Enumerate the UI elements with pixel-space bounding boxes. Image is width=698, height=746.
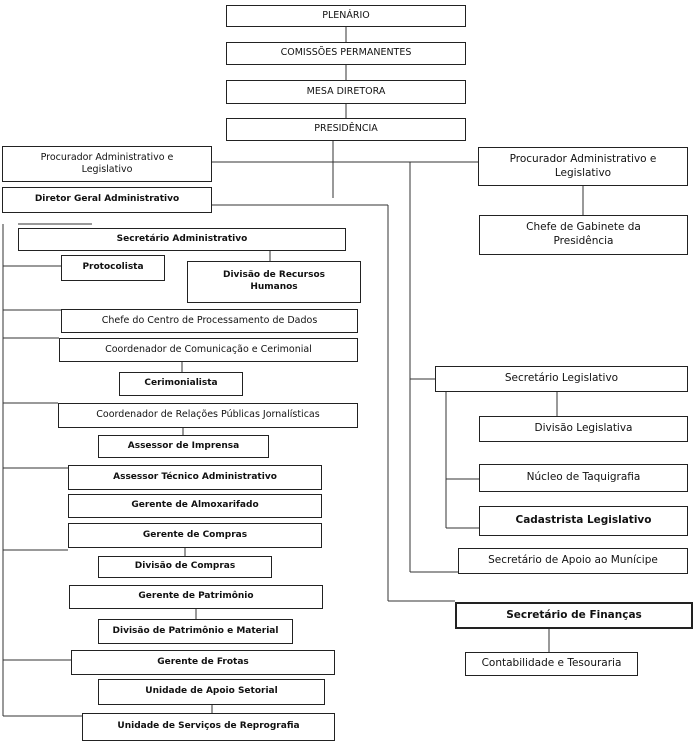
node-divisao-legislativa: Divisão Legislativa bbox=[479, 416, 688, 442]
node-cadastrista-legislativo: Cadastrista Legislativo bbox=[479, 506, 688, 536]
node-chefe-gabinete: Chefe de Gabinete da Presidência bbox=[479, 215, 688, 255]
node-assessor-tecnico: Assessor Técnico Administrativo bbox=[68, 465, 322, 490]
node-plenario: PLENÁRIO bbox=[226, 5, 466, 27]
node-divisao-recursos-humanos: Divisão de Recursos Humanos bbox=[187, 261, 361, 303]
node-divisao-patrimonio: Divisão de Patrimônio e Material bbox=[98, 619, 293, 644]
node-comissoes-permanentes: COMISSÕES PERMANENTES bbox=[226, 42, 466, 65]
node-chefe-cpd: Chefe do Centro de Processamento de Dado… bbox=[61, 309, 358, 333]
node-mesa-diretora: MESA DIRETORA bbox=[226, 80, 466, 104]
node-presidencia: PRESIDÊNCIA bbox=[226, 118, 466, 141]
node-diretor-geral: Diretor Geral Administrativo bbox=[2, 187, 212, 213]
node-unidade-apoio-setorial: Unidade de Apoio Setorial bbox=[98, 679, 325, 705]
node-secretario-legislativo: Secretário Legislativo bbox=[435, 366, 688, 392]
node-unidade-reprografia: Unidade de Serviços de Reprografia bbox=[82, 713, 335, 741]
node-nucleo-taquigrafia: Núcleo de Taquigrafia bbox=[479, 464, 688, 492]
node-cerimonialista: Cerimonialista bbox=[119, 372, 243, 396]
node-protocolista: Protocolista bbox=[61, 255, 165, 281]
node-contabilidade-tesouraria: Contabilidade e Tesouraria bbox=[465, 652, 638, 676]
node-secretario-financas: Secretário de Finanças bbox=[455, 602, 693, 629]
node-coordenador-comunicacao: Coordenador de Comunicação e Cerimonial bbox=[59, 338, 358, 362]
node-procurador-esquerda: Procurador Administrativo e Legislativo bbox=[2, 146, 212, 182]
node-secretario-administrativo: Secretário Administrativo bbox=[18, 228, 346, 251]
node-secretario-apoio-municipe: Secretário de Apoio ao Munícipe bbox=[458, 548, 688, 574]
node-assessor-imprensa: Assessor de Imprensa bbox=[98, 435, 269, 458]
node-gerente-frotas: Gerente de Frotas bbox=[71, 650, 335, 675]
node-gerente-compras: Gerente de Compras bbox=[68, 523, 322, 548]
node-gerente-patrimonio: Gerente de Patrimônio bbox=[69, 585, 323, 609]
node-coordenador-relacoes-publicas: Coordenador de Relações Públicas Jornalí… bbox=[58, 403, 358, 428]
node-gerente-almoxarifado: Gerente de Almoxarifado bbox=[68, 494, 322, 518]
node-procurador-direita: Procurador Administrativo e Legislativo bbox=[478, 147, 688, 186]
node-divisao-compras: Divisão de Compras bbox=[98, 556, 272, 578]
